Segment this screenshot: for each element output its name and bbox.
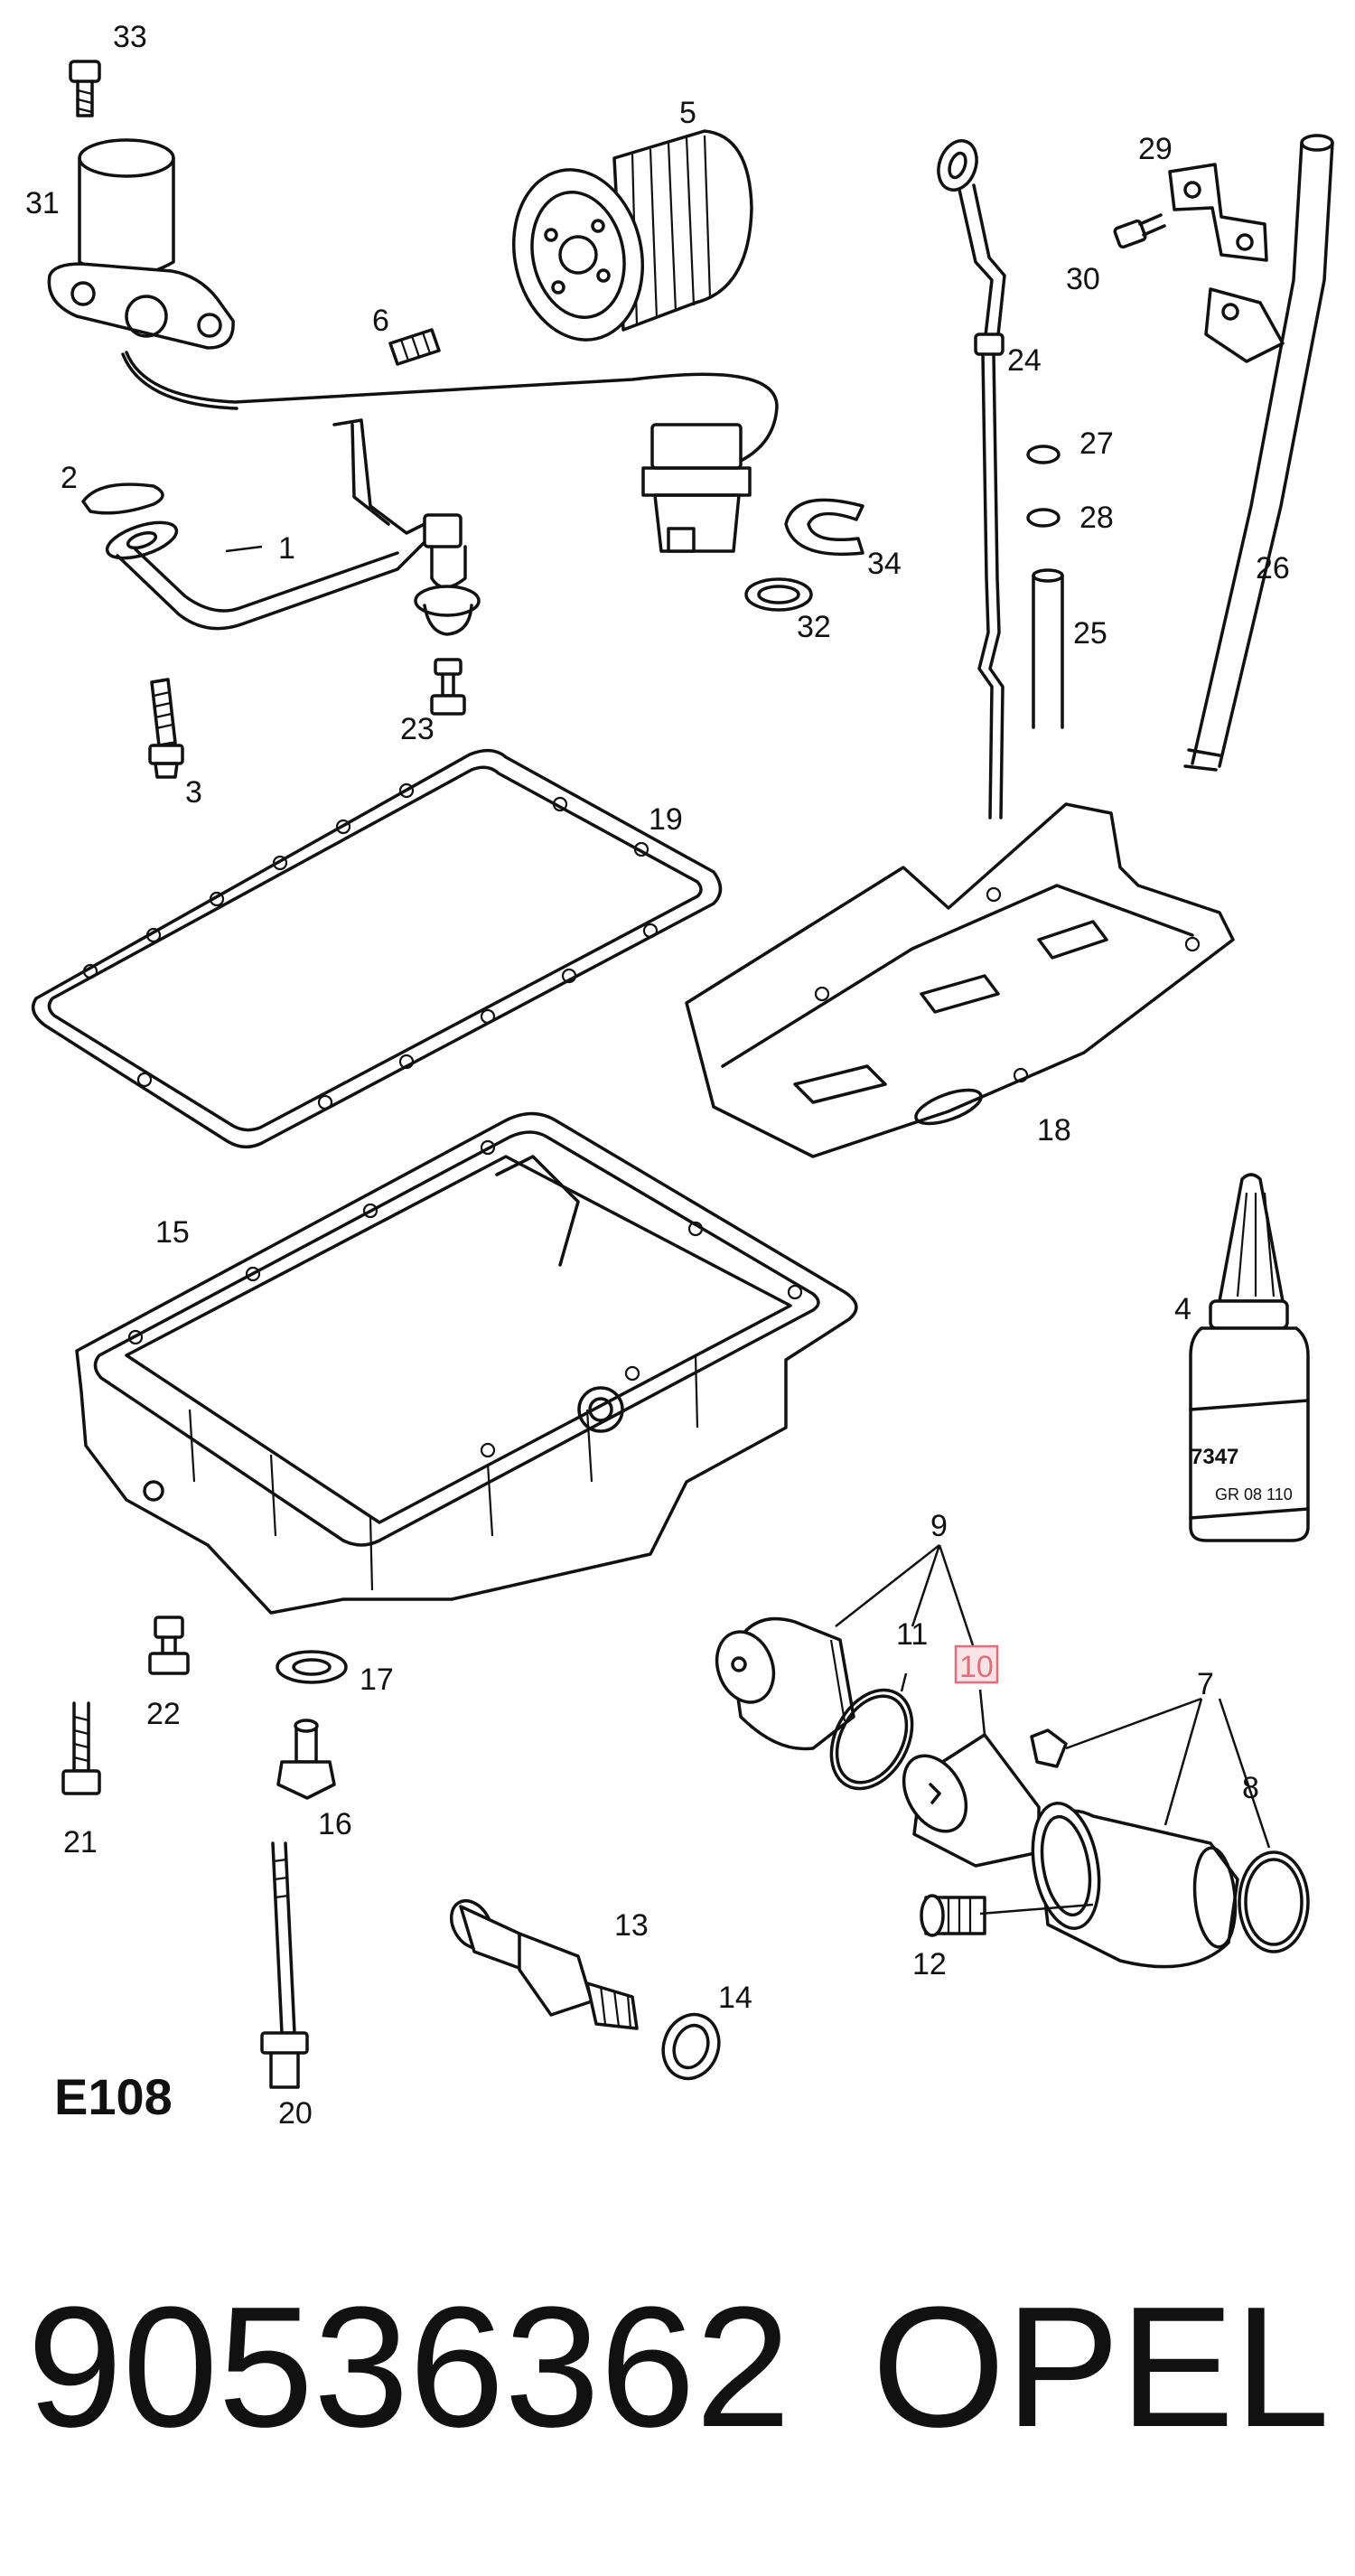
highlight-box-10 — [954, 1644, 999, 1684]
callout-24: 24 — [1007, 343, 1042, 378]
part-1-oil-pickup-pipe — [105, 418, 481, 636]
part-27-o-ring — [1026, 445, 1061, 464]
part-6-plug — [388, 328, 441, 366]
part-20-stud — [260, 1841, 309, 2089]
part-34-clip — [784, 498, 864, 557]
callout-17: 17 — [360, 1663, 394, 1697]
callout-12: 12 — [912, 1947, 947, 1981]
callout-25: 25 — [1073, 616, 1107, 651]
footer: 90536362 OPEL — [0, 2277, 1355, 2458]
bottle-label-code: 7347 — [1191, 1445, 1238, 1469]
part-26-dipstick-tube — [1183, 134, 1334, 772]
bottle-label-sub: GR 08 110 — [1215, 1485, 1293, 1503]
part-number: 90536362 — [27, 2272, 791, 2463]
callout-3: 3 — [185, 775, 202, 810]
part-30-bolt — [1113, 213, 1166, 249]
part-14-washer — [661, 2012, 721, 2081]
callout-28: 28 — [1079, 501, 1114, 535]
callout-27: 27 — [1079, 426, 1114, 461]
callout-4: 4 — [1174, 1292, 1191, 1326]
callout-20: 20 — [278, 2096, 313, 2131]
callout-16: 16 — [318, 1807, 352, 1841]
part-4-sealant-bottle: 7347 GR 08 110 — [1189, 1173, 1310, 1542]
part-21-bolt — [61, 1701, 101, 1795]
part-8-o-ring — [1238, 1850, 1310, 1953]
callout-8: 8 — [1242, 1771, 1259, 1805]
callout-19: 19 — [649, 802, 683, 837]
callout-labels: 33 31 5 6 2 1 3 23 24 27 28 25 29 30 26 … — [25, 20, 1290, 2131]
part-17-washer — [276, 1650, 348, 1684]
part-2-seal — [81, 482, 164, 515]
callout-7: 7 — [1197, 1667, 1214, 1701]
callout-14: 14 — [718, 1981, 752, 2015]
part-18-baffle-plate — [685, 802, 1235, 1158]
callout-10[interactable]: 10 — [959, 1650, 994, 1684]
part-9-filter-cap — [715, 1616, 855, 1751]
callout-22: 22 — [146, 1697, 181, 1731]
callout-9: 9 — [930, 1509, 948, 1543]
callout-15: 15 — [155, 1215, 190, 1250]
callout-leaders — [225, 545, 1271, 1916]
diagram-code: E108 — [54, 2068, 173, 2125]
callout-13: 13 — [614, 1908, 649, 1943]
callout-23: 23 — [400, 712, 435, 746]
part-7-filter-housing — [1030, 1728, 1239, 1969]
part-19-oil-pan-gasket — [31, 748, 723, 1149]
callout-32: 32 — [797, 610, 831, 644]
part-15-oil-pan — [75, 1111, 858, 1615]
part-32-washer — [744, 577, 813, 612]
callout-33: 33 — [113, 20, 147, 54]
part-22-bolt — [148, 1616, 190, 1675]
brand-name: OPEL — [872, 2272, 1330, 2463]
part-28-o-ring — [1026, 508, 1061, 528]
part-10-filter-element[interactable] — [892, 1733, 1041, 1868]
callout-18: 18 — [1037, 1113, 1071, 1147]
callout-1: 1 — [278, 531, 295, 566]
part-24-dipstick — [937, 139, 1006, 820]
callout-11: 11 — [896, 1617, 928, 1652]
callout-21: 21 — [63, 1825, 98, 1859]
callout-31: 31 — [25, 186, 60, 220]
callout-30: 30 — [1066, 262, 1100, 296]
callout-26: 26 — [1256, 551, 1290, 585]
part-25-tube — [1032, 568, 1064, 729]
part-31-oil-level-sensor — [47, 138, 779, 463]
callout-2: 2 — [61, 461, 78, 495]
part-11-o-ring — [829, 1688, 914, 1791]
part-13-pressure-switch — [449, 1899, 639, 2030]
part-5-oil-filter — [511, 129, 753, 342]
part-23-bolt — [430, 658, 466, 716]
part-29-bracket — [1168, 163, 1268, 262]
part-3-bolt — [148, 678, 184, 779]
callout-6: 6 — [372, 304, 389, 338]
callout-5: 5 — [679, 96, 696, 130]
part-33-bolt — [69, 60, 101, 117]
part-31-connector — [641, 423, 752, 553]
callout-34: 34 — [867, 547, 902, 581]
part-12-screw — [920, 1894, 986, 1937]
callout-29: 29 — [1138, 132, 1173, 166]
part-16-drain-plug — [276, 1719, 336, 1800]
